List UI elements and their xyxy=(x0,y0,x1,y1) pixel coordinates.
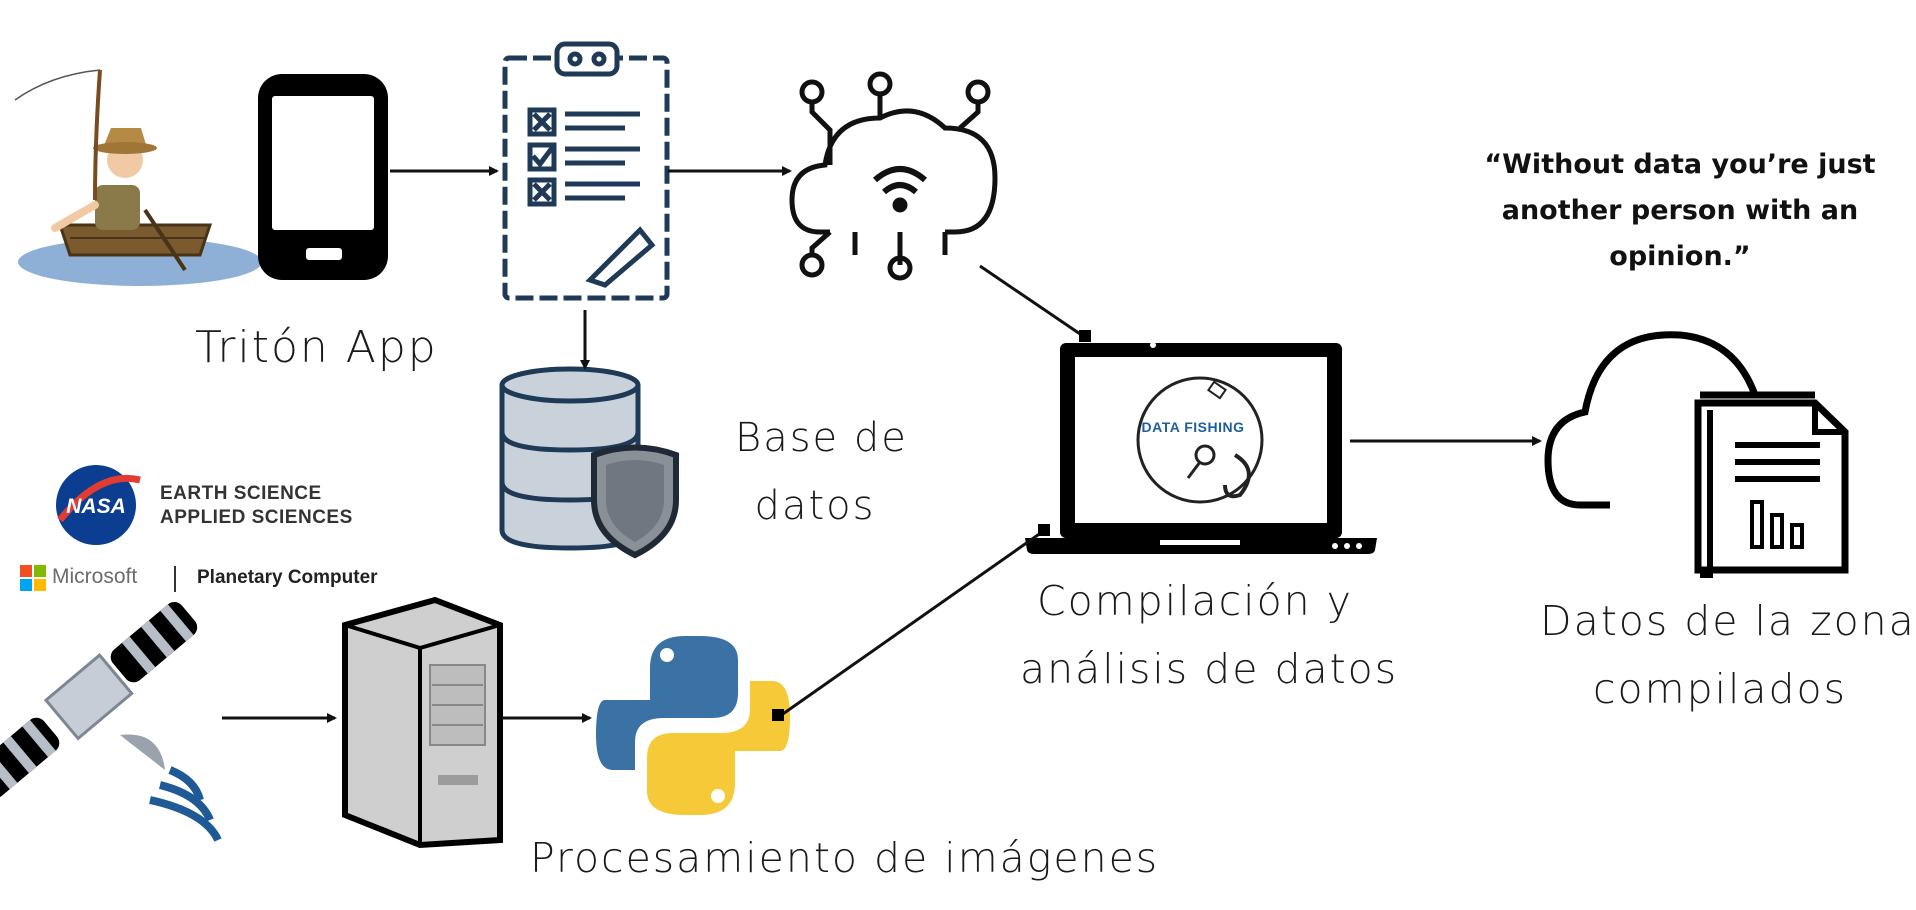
nasa-text-line1: EARTH SCIENCE xyxy=(160,483,322,504)
connector-python-to-laptop xyxy=(779,528,1046,718)
clipboard-checklist-icon xyxy=(502,41,670,301)
satellite-icon xyxy=(0,601,222,842)
cloud-network-icon xyxy=(789,71,998,281)
server-tower-icon xyxy=(342,596,503,849)
nasa-logo-text: EARTH SCIENCE APPLIED SCIENCES xyxy=(160,482,353,530)
connector-cloud-to-laptop xyxy=(979,264,1087,340)
flow-arrows xyxy=(222,166,1542,723)
nasa-logo xyxy=(56,465,141,545)
label-compilacion-line2: análisis de datos xyxy=(1020,645,1399,693)
quote-block: “Without data you’re just another person… xyxy=(1470,142,1890,280)
planetary-computer-text: Planetary Computer xyxy=(197,567,378,588)
microsoft-logo-text: Microsoft xyxy=(52,565,138,588)
label-triton-app: Tritón App xyxy=(195,322,438,373)
quote-line-3: opinion.” xyxy=(1609,241,1751,272)
connector-endpoints xyxy=(772,330,1091,721)
python-logo-icon xyxy=(596,636,790,815)
label-base-de-datos-line1: Base de xyxy=(735,415,908,461)
phone-icon xyxy=(258,74,388,280)
cloud-document-icon xyxy=(1544,331,1849,578)
quote-line-1: “Without data you’re just xyxy=(1484,149,1876,180)
label-datos-zona-line1: Datos de la zona xyxy=(1540,597,1916,645)
label-compilacion-line1: Compilación y xyxy=(1037,577,1353,625)
quote-line-2: another person with an xyxy=(1501,195,1859,226)
label-procesamiento: Procesamiento de imágenes xyxy=(530,834,1160,882)
nasa-badge-text: NASA xyxy=(66,495,126,518)
database-shield-icon xyxy=(499,366,679,559)
label-datos-zona-line2: compilados xyxy=(1593,665,1847,713)
data-fishing-label: DATA FISHING xyxy=(1142,419,1245,435)
nasa-text-line2: APPLIED SCIENCES xyxy=(160,507,353,528)
microsoft-logo-icon xyxy=(20,565,46,591)
label-base-de-datos-line2: datos xyxy=(754,483,876,529)
laptop-icon xyxy=(1025,342,1377,554)
fisherman-illustration xyxy=(14,69,262,286)
